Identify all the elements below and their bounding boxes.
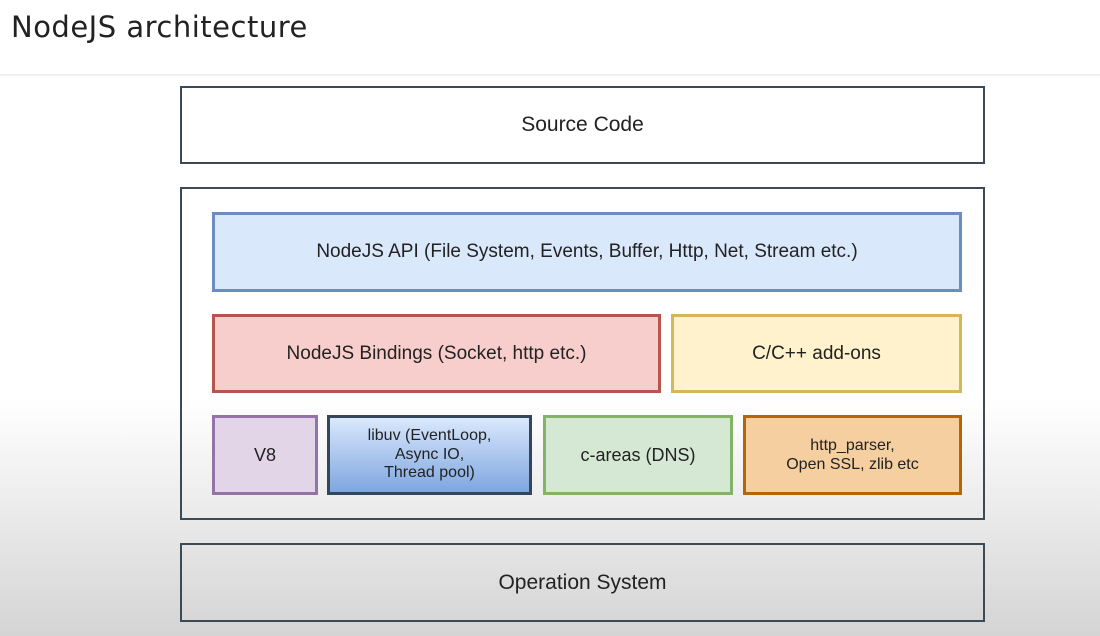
cpp-addons-box: C/C++ add-ons [671, 314, 962, 393]
libuv-label-line: libuv (EventLoop, [367, 427, 492, 445]
c-areas-box: c-areas (DNS) [543, 415, 733, 495]
http-parser-box: http_parser, Open SSL, zlib etc [743, 415, 962, 495]
v8-box: V8 [212, 415, 318, 495]
page-title: NodeJS architecture [11, 10, 308, 44]
operation-system-label: Operation System [498, 570, 667, 594]
operation-system-box: Operation System [180, 543, 985, 622]
nodejs-bindings-label: NodeJS Bindings (Socket, http etc.) [286, 342, 587, 364]
libuv-box: libuv (EventLoop, Async IO, Thread pool) [327, 415, 532, 495]
nodejs-bindings-box: NodeJS Bindings (Socket, http etc.) [212, 314, 661, 393]
libuv-label-line: Thread pool) [384, 464, 475, 482]
c-areas-label: c-areas (DNS) [580, 444, 696, 465]
source-code-label: Source Code [521, 113, 644, 136]
nodejs-api-label: NodeJS API (File System, Events, Buffer,… [316, 241, 858, 262]
title-divider [0, 74, 1100, 76]
http-parser-label-line: Open SSL, zlib etc [786, 456, 919, 473]
nodejs-api-box: NodeJS API (File System, Events, Buffer,… [212, 212, 962, 292]
cpp-addons-label: C/C++ add-ons [752, 342, 881, 364]
v8-label: V8 [253, 444, 277, 465]
libuv-label-line: Async IO, [394, 445, 465, 463]
http-parser-label-line: http_parser, [810, 436, 895, 454]
nodejs-core-container [180, 187, 985, 520]
source-code-box: Source Code [180, 86, 985, 164]
